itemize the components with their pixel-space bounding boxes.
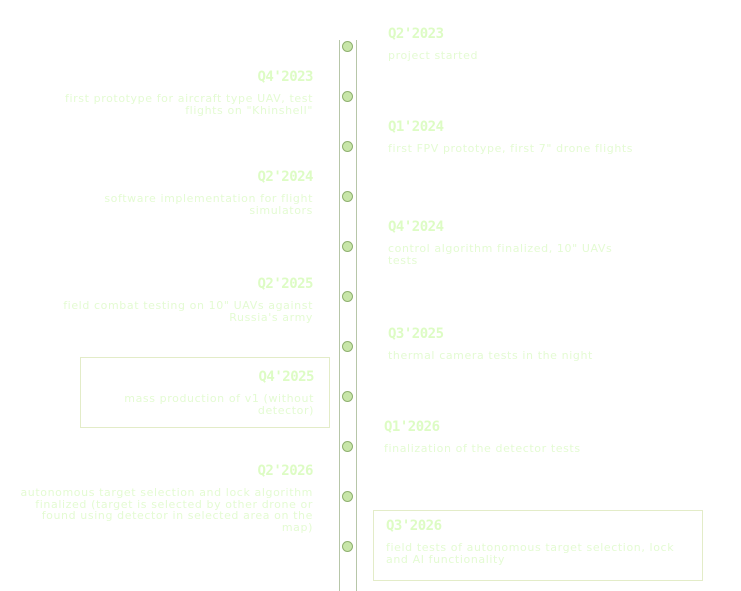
event-description: project started	[388, 49, 479, 62]
timeline-event: Q1'2024 first FPV prototype, first 7" dr…	[388, 119, 688, 155]
timeline-event: Q2'2026 autonomous target selection and …	[20, 463, 313, 533]
event-description: field combat testing on 10" UAVs against…	[63, 299, 313, 324]
timeline-event: Q2'2025 field combat testing on 10" UAVs…	[20, 276, 313, 323]
timeline-dot	[342, 541, 353, 552]
timeline-dot	[342, 491, 353, 502]
event-date: Q2'2023	[388, 26, 444, 42]
event-date: Q3'2025	[388, 326, 444, 342]
event-description: field tests of autonomous target selecti…	[386, 541, 675, 566]
timeline-axis	[339, 40, 357, 591]
timeline-dot	[342, 441, 353, 452]
timeline-dot	[342, 91, 353, 102]
timeline-event: Q3'2025 thermal camera tests in the nigh…	[388, 326, 688, 362]
event-date: Q4'2023	[257, 69, 313, 85]
event-date: Q2'2025	[257, 276, 313, 292]
timeline-dot	[342, 141, 353, 152]
timeline-event: Q1'2026 finalization of the detector tes…	[384, 419, 684, 455]
event-description: mass production of v1 (without detector)	[124, 392, 314, 417]
event-date: Q1'2024	[388, 119, 444, 135]
event-description: autonomous target selection and lock alg…	[20, 486, 313, 534]
event-date: Q1'2026	[384, 419, 440, 435]
timeline-dot	[342, 191, 353, 202]
timeline-dot	[342, 291, 353, 302]
event-date: Q4'2024	[388, 219, 444, 235]
timeline-event-highlighted: Q3'2026 field tests of autonomous target…	[373, 510, 703, 581]
event-date: Q4'2025	[258, 369, 314, 385]
event-description: control algorithm finalized, 10" UAVs te…	[388, 242, 613, 267]
event-date: Q3'2026	[386, 518, 442, 534]
event-description: thermal camera tests in the night	[388, 349, 593, 362]
event-description: finalization of the detector tests	[384, 442, 581, 455]
event-description: software implementation for flight simul…	[104, 192, 313, 217]
event-description: first prototype for aircraft type UAV, t…	[65, 92, 313, 117]
timeline-dot	[342, 391, 353, 402]
timeline-event: Q2'2024 software implementation for flig…	[40, 169, 313, 216]
event-date: Q2'2024	[257, 169, 313, 185]
event-date: Q2'2026	[257, 463, 313, 479]
timeline-dot	[342, 341, 353, 352]
timeline-event-highlighted: Q4'2025 mass production of v1 (without d…	[80, 357, 330, 428]
timeline-event: Q2'2023 project started	[388, 26, 688, 62]
timeline-event: Q4'2024 control algorithm finalized, 10"…	[388, 219, 618, 266]
event-description: first FPV prototype, first 7" drone flig…	[388, 142, 634, 155]
timeline-dot	[342, 41, 353, 52]
timeline-event: Q4'2023 first prototype for aircraft typ…	[40, 69, 313, 116]
timeline-dot	[342, 241, 353, 252]
